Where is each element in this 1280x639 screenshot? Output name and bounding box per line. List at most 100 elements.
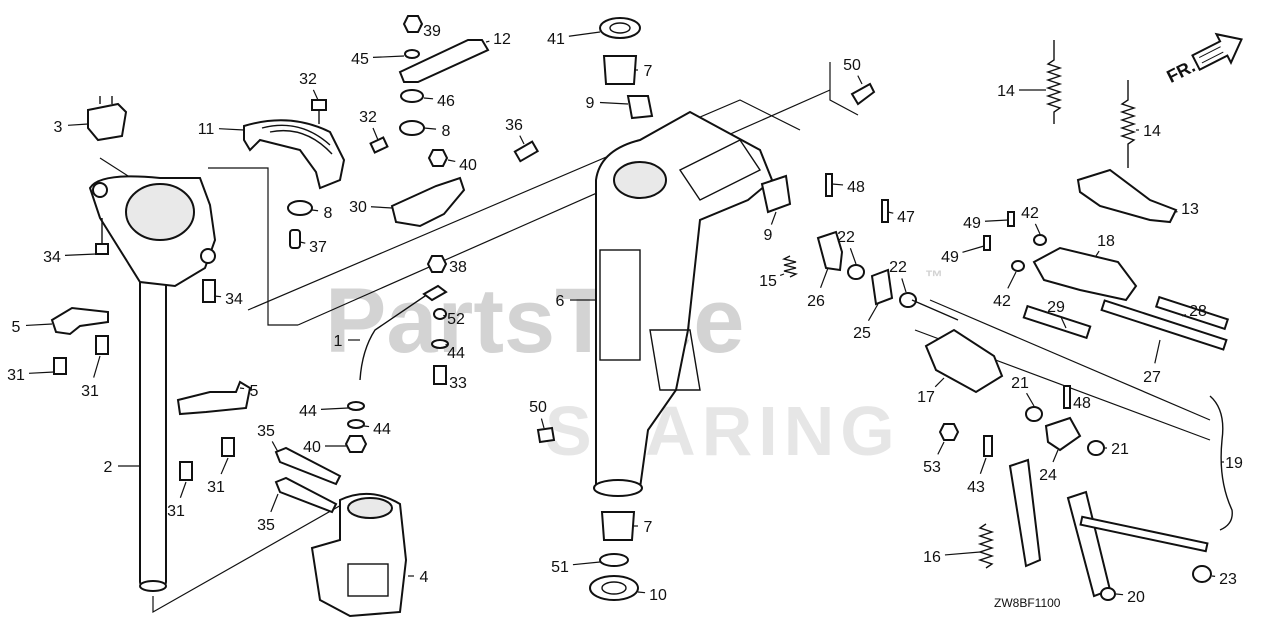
link-arm-12 <box>398 39 490 83</box>
bushing-21-right <box>1087 440 1105 456</box>
callout-leader <box>25 323 53 327</box>
washer-46 <box>400 89 424 103</box>
spring-14-left <box>1045 40 1063 124</box>
callout-leader <box>1052 449 1059 463</box>
callout-17: 17 <box>917 377 945 406</box>
callout-number: 2 <box>104 459 113 476</box>
fitting-50-lower <box>536 426 556 444</box>
callout-21: 21 <box>1011 375 1035 407</box>
callout-number: 53 <box>923 459 941 476</box>
bolt-35-upper <box>274 446 342 486</box>
callout-number: 32 <box>359 109 377 126</box>
bushing-22-right <box>899 292 917 308</box>
upper-housing-boss-2 <box>200 248 216 264</box>
callout-3: 3 <box>54 119 89 136</box>
front-arrow-icon <box>1191 32 1243 72</box>
callout-leader <box>867 303 879 322</box>
spring-15 <box>781 255 799 278</box>
callout-number: 34 <box>225 291 243 308</box>
callout-number: 24 <box>1039 467 1057 484</box>
callout-number: 45 <box>351 51 369 68</box>
callout-leader <box>857 75 863 85</box>
spring-14-right <box>1119 80 1137 168</box>
callouts: 1234556778899101112131414151617181920212… <box>7 23 1243 606</box>
callout-number: 40 <box>303 439 321 456</box>
bolt-35-lower <box>274 476 338 514</box>
callout-32: 32 <box>299 71 319 101</box>
collar-9-right <box>760 174 792 214</box>
callout-leader <box>443 314 447 317</box>
bolt-31-c <box>179 461 193 481</box>
callout-number: 42 <box>993 293 1011 310</box>
ring-51 <box>599 553 629 567</box>
pin-29 <box>1022 304 1092 340</box>
callout-number: 32 <box>299 71 317 88</box>
callout-leader <box>779 273 785 276</box>
callout-number: 12 <box>493 31 511 48</box>
callout-15: 15 <box>759 273 785 290</box>
callout-number: 31 <box>81 383 99 400</box>
callout-33: 33 <box>445 375 467 392</box>
callout-number: 49 <box>941 249 959 266</box>
callout-leader <box>93 355 101 378</box>
callout-30: 30 <box>349 199 393 216</box>
bolt-43 <box>983 435 993 457</box>
callout-number: 46 <box>437 93 455 110</box>
nut-40-lower <box>344 435 368 453</box>
shaft-23 <box>1079 515 1209 553</box>
callout-number: 28 <box>1189 303 1207 320</box>
callout-11: 11 <box>198 121 245 138</box>
callout-number: 50 <box>843 57 861 74</box>
callout-leader <box>1060 317 1067 329</box>
callout-51: 51 <box>551 559 601 576</box>
callout-42: 42 <box>993 271 1017 310</box>
callout-19: 19 <box>1221 455 1243 472</box>
callout-leader <box>1115 593 1124 596</box>
callout-number: 50 <box>529 399 547 416</box>
callout-50: 50 <box>843 57 863 85</box>
callout-25: 25 <box>853 303 879 342</box>
seal-10 <box>589 575 639 601</box>
swivel-case-top-bore <box>613 161 667 199</box>
callout-46: 46 <box>423 93 455 110</box>
callout-leader <box>363 425 370 428</box>
callout-leader <box>220 457 229 475</box>
callout-leader <box>485 40 490 43</box>
callout-leader <box>887 211 894 214</box>
plate-5-left <box>50 306 109 336</box>
callout-32: 32 <box>359 109 379 141</box>
callout-44: 44 <box>299 403 349 420</box>
callout-leader <box>423 97 434 100</box>
callout-number: 30 <box>349 199 367 216</box>
callout-number: 48 <box>847 179 865 196</box>
shaft-23-end <box>1192 565 1212 583</box>
callout-42: 42 <box>1021 205 1041 235</box>
bolt-34-left-head <box>95 243 109 255</box>
nut-39 <box>402 15 424 33</box>
callout-leader <box>370 206 393 209</box>
washer-44-a <box>431 339 449 349</box>
callout-leader <box>540 418 545 429</box>
callout-number: 11 <box>198 121 215 138</box>
callout-number: 21 <box>1011 375 1029 392</box>
callout-leader <box>820 267 829 289</box>
callout-48: 48 <box>831 179 865 196</box>
callout-16: 16 <box>923 549 981 566</box>
callout-5: 5 <box>239 383 259 400</box>
callout-leader <box>213 295 222 298</box>
callout-number: 26 <box>807 293 825 310</box>
pin-48-upper <box>825 173 833 197</box>
callout-number: 4 <box>420 569 429 586</box>
callout-leader <box>419 24 423 27</box>
callout-49: 49 <box>941 245 985 266</box>
callout-number: 34 <box>43 249 61 266</box>
callout-31: 31 <box>81 355 101 400</box>
callout-40: 40 <box>447 157 477 174</box>
callout-44: 44 <box>363 421 391 438</box>
callout-leader <box>1095 250 1100 257</box>
washer-45 <box>404 49 420 59</box>
link-24 <box>1044 416 1082 452</box>
callout-leader <box>64 253 97 257</box>
bolt-36 <box>513 140 540 163</box>
callout-9: 9 <box>586 95 629 112</box>
